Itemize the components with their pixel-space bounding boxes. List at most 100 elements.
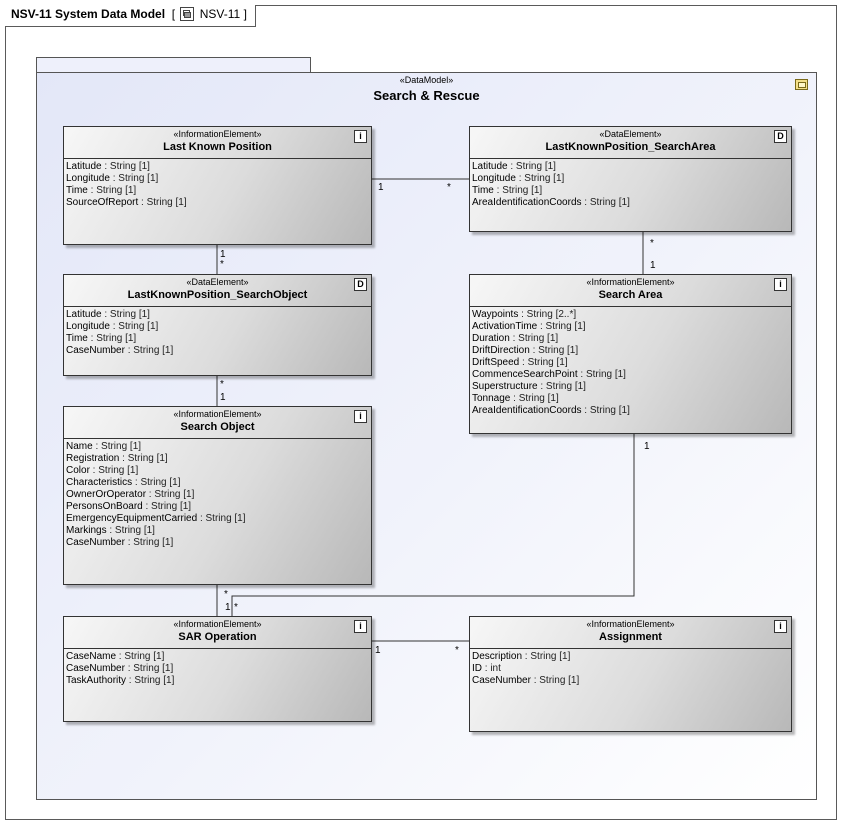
class-attribute[interactable]: Characteristics : String [1] xyxy=(66,477,371,489)
class-attribute[interactable]: DriftSpeed : String [1] xyxy=(472,357,791,369)
attribute-type: : String [1] xyxy=(124,345,174,356)
class-attribute[interactable]: Latitude : String [1] xyxy=(66,309,371,321)
multiplicity-lkpsa-sa-from: * xyxy=(650,238,654,249)
package-name: Search & Rescue xyxy=(373,88,480,103)
information-element-icon: i xyxy=(354,130,367,143)
multiplicity-so-sar-to: 1 xyxy=(225,602,231,613)
multiplicity-lkp-lkpso-to: * xyxy=(220,259,224,270)
class-name: SAR Operation xyxy=(178,631,257,643)
class-attribute[interactable]: Time : String [1] xyxy=(66,333,371,345)
class-last-known-position[interactable]: «InformationElement» Last Known Position… xyxy=(63,126,372,245)
attribute-name: Superstructure xyxy=(472,381,538,392)
class-attribute[interactable]: Color : String [1] xyxy=(66,465,371,477)
class-attribute[interactable]: Markings : String [1] xyxy=(66,525,371,537)
attribute-name: ActivationTime xyxy=(472,321,538,332)
multiplicity-lkp-lkpso-from: 1 xyxy=(220,249,226,260)
attribute-type: : String [1] xyxy=(197,513,246,524)
attribute-name: DriftSpeed xyxy=(472,357,520,368)
class-lkp-search-area[interactable]: «DataElement» LastKnownPosition_SearchAr… xyxy=(469,126,792,232)
attribute-name: AreaIdentificationCoords xyxy=(472,405,582,416)
package-stereotype: «DataModel» xyxy=(399,75,454,85)
attribute-type: : String [1] xyxy=(515,173,565,184)
class-lkp-search-object[interactable]: «DataElement» LastKnownPosition_SearchOb… xyxy=(63,274,372,376)
class-stereotype: «DataElement» xyxy=(186,277,249,287)
information-element-icon: i xyxy=(354,620,367,633)
class-header: «InformationElement» SAR Operation i xyxy=(64,617,371,649)
class-attribute[interactable]: Duration : String [1] xyxy=(472,333,791,345)
data-element-icon: D xyxy=(774,130,787,143)
attribute-type: : String [1] xyxy=(519,357,568,368)
multiplicity-lkpsa-sa-to: 1 xyxy=(650,260,656,271)
class-attribute[interactable]: CaseNumber : String [1] xyxy=(66,345,371,357)
class-attribute[interactable]: Tonnage : String [1] xyxy=(472,393,791,405)
package-folder-icon xyxy=(795,79,808,90)
class-attribute[interactable]: ActivationTime : String [1] xyxy=(472,321,791,333)
attribute-type: : int xyxy=(482,663,501,674)
attribute-name: ID xyxy=(472,663,482,674)
class-attribute[interactable]: ID : int xyxy=(472,663,791,675)
class-attribute[interactable]: Superstructure : String [1] xyxy=(472,381,791,393)
attribute-type: : String [1] xyxy=(522,651,571,662)
class-stereotype: «InformationElement» xyxy=(586,619,675,629)
class-attribute[interactable]: OwnerOrOperator : String [1] xyxy=(66,489,371,501)
class-attribute[interactable]: CaseNumber : String [1] xyxy=(472,675,791,687)
multiplicity-sa-sar-from: 1 xyxy=(644,441,650,452)
class-attribute[interactable]: Name : String [1] xyxy=(66,441,371,453)
class-assignment[interactable]: «InformationElement» Assignment i Descri… xyxy=(469,616,792,732)
class-attribute[interactable]: CaseName : String [1] xyxy=(66,651,371,663)
class-name: LastKnownPosition_SearchArea xyxy=(545,141,716,153)
class-attribute[interactable]: EmergencyEquipmentCarried : String [1] xyxy=(66,513,371,525)
attribute-list: Name : String [1]Registration : String [… xyxy=(64,439,371,549)
class-attribute[interactable]: AreaIdentificationCoords : String [1] xyxy=(472,197,791,209)
class-search-object[interactable]: «InformationElement» Search Object i Nam… xyxy=(63,406,372,585)
class-attribute[interactable]: AreaIdentificationCoords : String [1] xyxy=(472,405,791,417)
class-attribute[interactable]: Description : String [1] xyxy=(472,651,791,663)
class-attribute[interactable]: Longitude : String [1] xyxy=(472,173,791,185)
attribute-list: Latitude : String [1]Longitude : String … xyxy=(64,159,371,209)
class-attribute[interactable]: DriftDirection : String [1] xyxy=(472,345,791,357)
diagram-title: NSV-11 System Data Model xyxy=(11,7,166,21)
class-stereotype: «InformationElement» xyxy=(173,409,262,419)
attribute-name: Latitude xyxy=(66,161,102,172)
class-attribute[interactable]: Time : String [1] xyxy=(472,185,791,197)
attribute-name: Latitude xyxy=(66,309,102,320)
attribute-type: : String [1] xyxy=(126,675,175,686)
class-attribute[interactable]: PersonsOnBoard : String [1] xyxy=(66,501,371,513)
attribute-type: : String [1] xyxy=(581,405,630,416)
class-attribute[interactable]: CaseNumber : String [1] xyxy=(66,537,371,549)
attribute-name: Duration xyxy=(472,333,510,344)
class-attribute[interactable]: SourceOfReport : String [1] xyxy=(66,197,371,209)
class-attribute[interactable]: CommenceSearchPoint : String [1] xyxy=(472,369,791,381)
package-tab[interactable] xyxy=(36,57,311,73)
class-attribute[interactable]: Waypoints : String [2..*] xyxy=(472,309,791,321)
multiplicity-lkpso-so-to: 1 xyxy=(220,392,226,403)
diagram-reference-label[interactable]: NSV-11 xyxy=(199,7,241,21)
attribute-name: EmergencyEquipmentCarried xyxy=(66,513,198,524)
class-attribute[interactable]: Longitude : String [1] xyxy=(66,173,371,185)
attribute-name: PersonsOnBoard xyxy=(66,501,143,512)
attribute-name: DriftDirection xyxy=(472,345,530,356)
attribute-name: Waypoints xyxy=(472,309,519,320)
class-search-area[interactable]: «InformationElement» Search Area i Waypo… xyxy=(469,274,792,434)
class-sar-operation[interactable]: «InformationElement» SAR Operation i Cas… xyxy=(63,616,372,722)
class-attribute[interactable]: Longitude : String [1] xyxy=(66,321,371,333)
class-attribute[interactable]: Latitude : String [1] xyxy=(472,161,791,173)
diagram-reference-icon[interactable] xyxy=(180,7,195,21)
information-element-icon: i xyxy=(774,278,787,291)
class-attribute[interactable]: CaseNumber : String [1] xyxy=(66,663,371,675)
attribute-type: : String [1] xyxy=(106,525,155,536)
attribute-name: Longitude xyxy=(66,173,110,184)
multiplicity-so-sar-from: * xyxy=(224,589,228,600)
class-attribute[interactable]: Registration : String [1] xyxy=(66,453,371,465)
attribute-type: : String [1] xyxy=(92,441,142,452)
class-name: Last Known Position xyxy=(163,141,272,153)
class-attribute[interactable]: Latitude : String [1] xyxy=(66,161,371,173)
information-element-icon: i xyxy=(774,620,787,633)
attribute-type: : String [1] xyxy=(507,161,556,172)
class-name: LastKnownPosition_SearchObject xyxy=(127,289,308,301)
multiplicity-lkp-lkpsa-from: 1 xyxy=(378,182,384,193)
class-attribute[interactable]: Time : String [1] xyxy=(66,185,371,197)
attribute-type: : String [1] xyxy=(581,197,630,208)
class-attribute[interactable]: TaskAuthority : String [1] xyxy=(66,675,371,687)
